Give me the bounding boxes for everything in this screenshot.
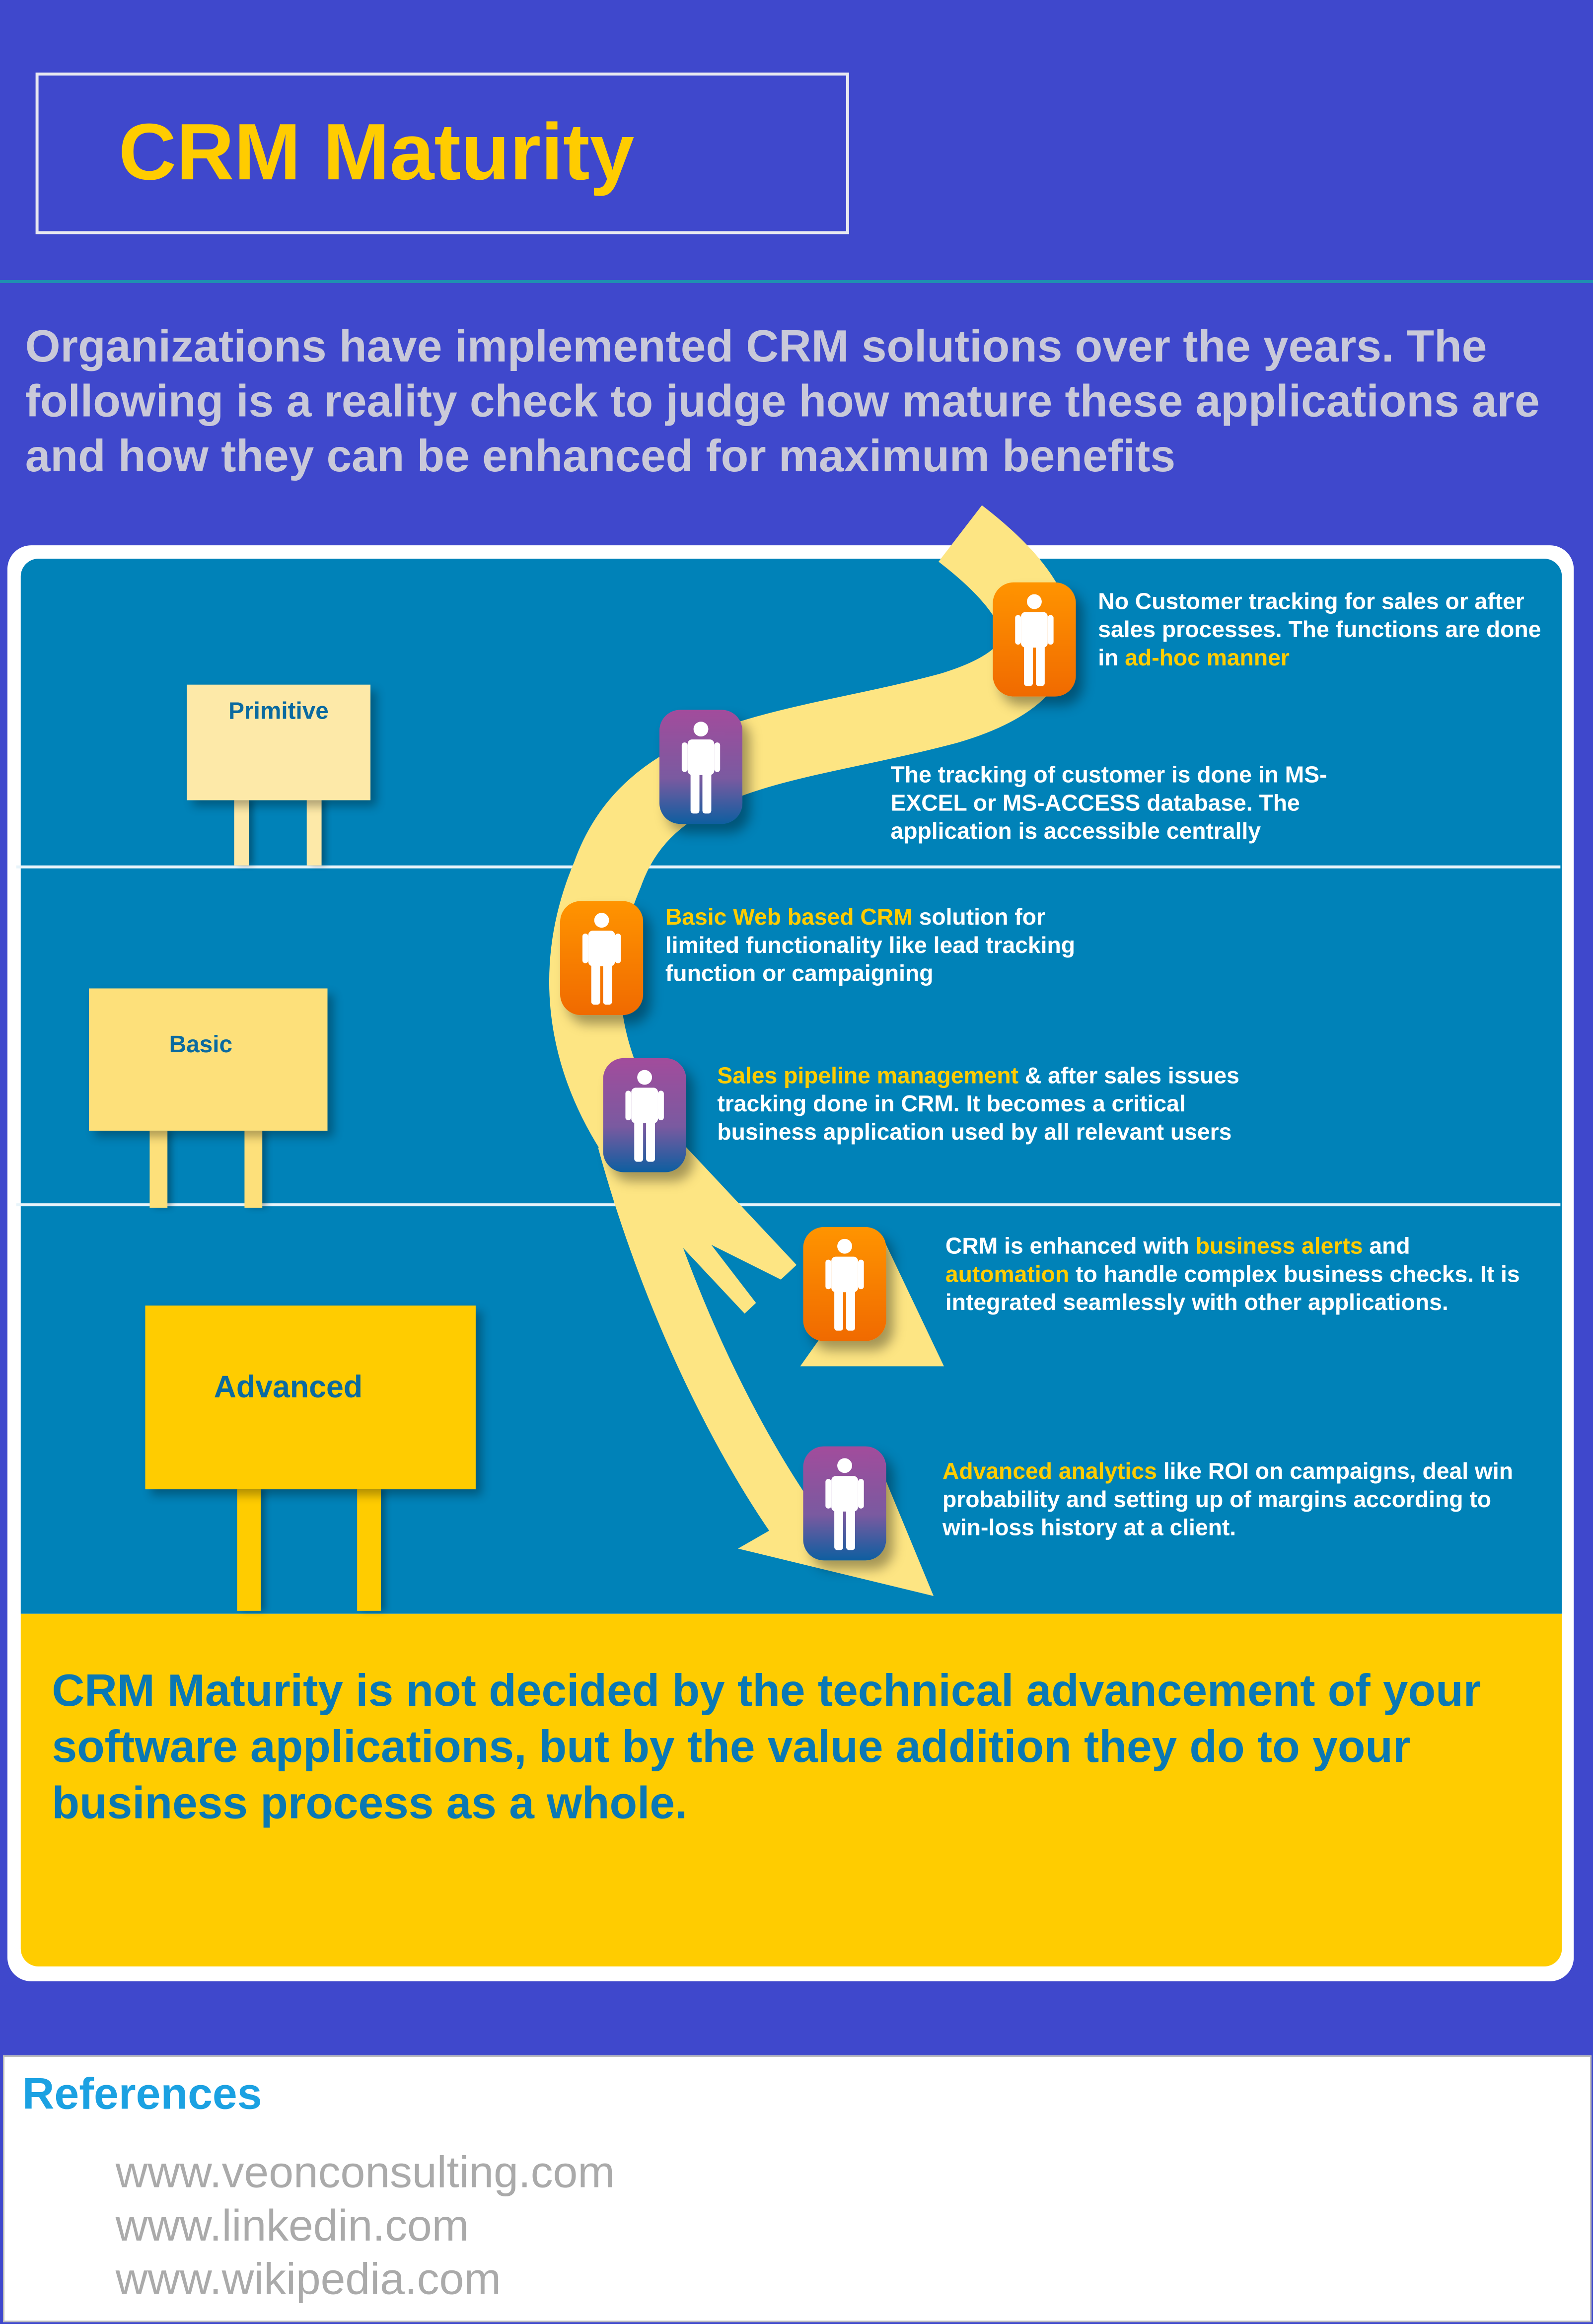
- step-description: CRM is enhanced with business alerts and…: [945, 1233, 1531, 1317]
- step-description: The tracking of customer is done in MS-E…: [890, 763, 1327, 845]
- step-highlight: business alerts: [1195, 1234, 1363, 1260]
- step-text: No Customer tracking for sales or after …: [1098, 589, 1541, 671]
- step-text: solution for limited functionality like …: [665, 905, 1075, 987]
- page-title: CRM Maturity: [118, 108, 635, 197]
- sign-post: [244, 1130, 263, 1208]
- conclusion-quote: CRM Maturity is not decided by the techn…: [52, 1666, 1481, 1829]
- reference-link[interactable]: www.wikipedia.com: [115, 2255, 501, 2305]
- divider: [0, 280, 1593, 283]
- step-highlight: Advanced analytics: [942, 1459, 1157, 1485]
- level-label: Basic: [169, 1032, 233, 1058]
- person-icon: [993, 582, 1076, 697]
- sign-advanced: Advanced: [145, 1306, 476, 1490]
- person-icon: [803, 1446, 886, 1561]
- level-label: Primitive: [228, 699, 329, 725]
- sign-post: [149, 1130, 168, 1208]
- step-highlight: ad-hoc manner: [1125, 646, 1290, 671]
- person-icon: [803, 1227, 886, 1341]
- sign-primitive: Primitive: [187, 684, 371, 800]
- step-highlight: automation: [945, 1262, 1070, 1288]
- references-box: [2, 2055, 1592, 2323]
- sign-post: [306, 800, 322, 866]
- sign-post: [234, 800, 249, 866]
- intro-text: Organizations have implemented CRM solut…: [25, 321, 1540, 482]
- conclusion-area: [20, 1613, 1562, 1967]
- reference-link[interactable]: www.linkedin.com: [115, 2202, 469, 2251]
- sign-post: [357, 1489, 381, 1611]
- step-description: No Customer tracking for sales or after …: [1098, 588, 1542, 673]
- stage-divider: [16, 1203, 1561, 1207]
- stage-divider: [16, 865, 1561, 869]
- level-label: Advanced: [214, 1371, 363, 1405]
- step-description: Advanced analytics like ROI on campaigns…: [942, 1458, 1543, 1542]
- person-icon: [560, 901, 644, 1016]
- references-title: References: [22, 2070, 262, 2119]
- step-highlight: Sales pipeline management: [717, 1064, 1019, 1089]
- step-text: and: [1363, 1234, 1410, 1260]
- step-highlight: Basic Web based CRM: [665, 905, 913, 931]
- step-description: Basic Web based CRM solution for limited…: [665, 904, 1110, 988]
- person-icon: [659, 710, 743, 824]
- step-text: to handle complex business checks. It is…: [945, 1262, 1520, 1316]
- step-text: & after sales issues tracking done in CR…: [717, 1064, 1239, 1146]
- road-branch: [598, 1134, 828, 1556]
- road-notch: [711, 1244, 800, 1341]
- title-box: [35, 73, 849, 234]
- person-icon: [603, 1058, 686, 1172]
- step-description: Sales pipeline management & after sales …: [717, 1063, 1280, 1147]
- sign-post: [237, 1489, 261, 1611]
- reference-link[interactable]: www.veonconsulting.com: [115, 2149, 615, 2198]
- sign-basic: Basic: [89, 988, 328, 1131]
- step-text: like ROI on campaigns, deal win probabil…: [942, 1459, 1514, 1541]
- step-text: CRM is enhanced with: [945, 1234, 1196, 1260]
